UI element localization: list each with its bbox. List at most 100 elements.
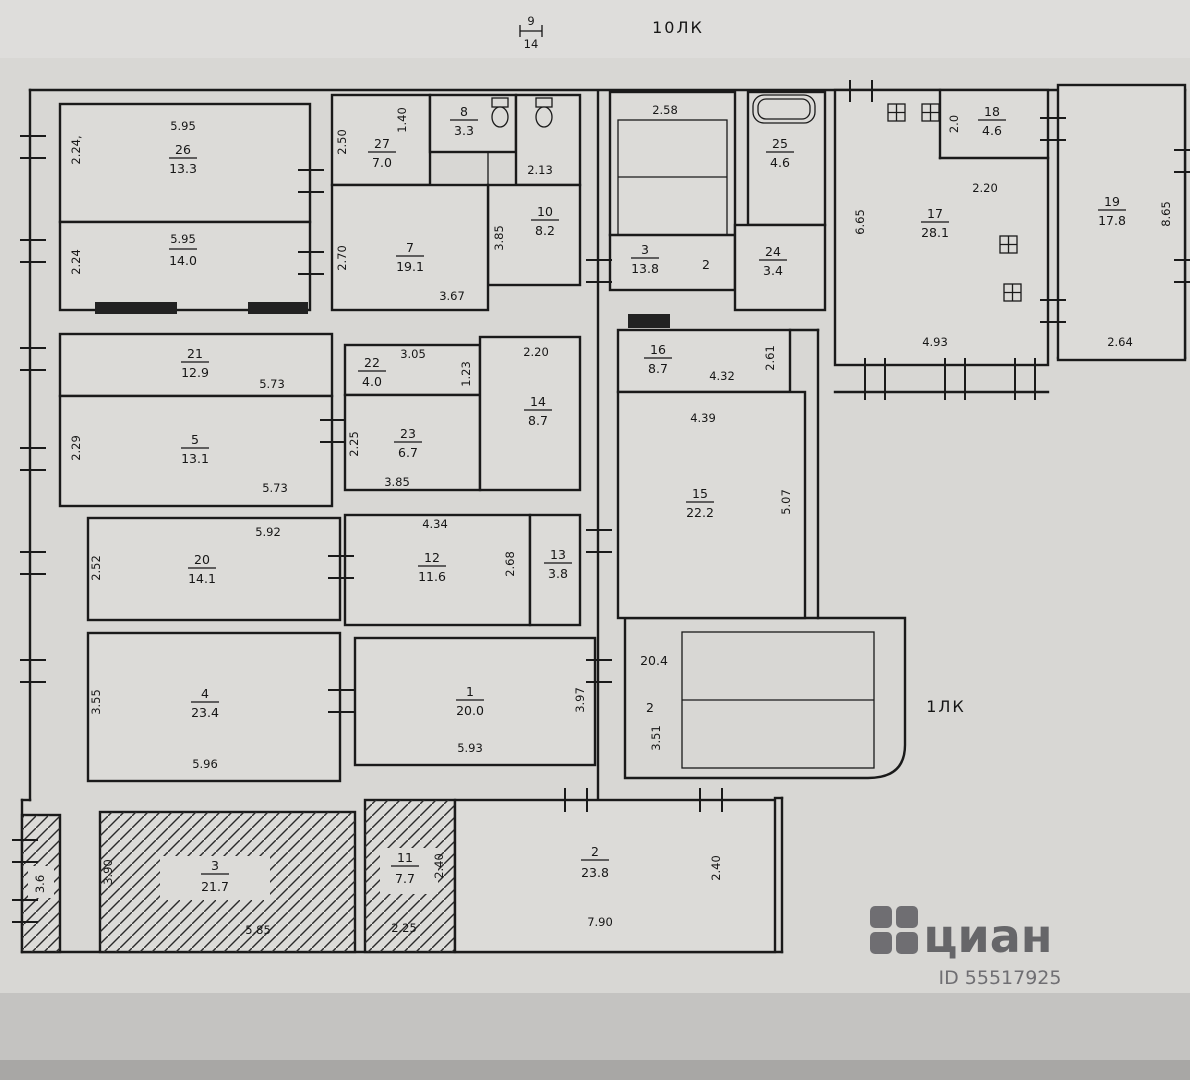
room-14-number: 14 <box>530 394 546 409</box>
room-25-area: 4.6 <box>770 155 790 170</box>
room-24-area: 3.4 <box>763 263 783 278</box>
room-1-dim-bottom: 5.93 <box>457 741 483 755</box>
room-14-0: 5.95 14.0 2.24 <box>58 220 312 314</box>
watermark-brand: циан <box>923 909 1052 963</box>
room-27: 27 7.0 2.50 1.40 <box>330 93 432 187</box>
room-14-dim-top: 2.20 <box>523 345 549 359</box>
room-24-number: 24 <box>765 244 781 259</box>
room-14-area: 8.7 <box>528 413 548 428</box>
room-19-area: 17.8 <box>1098 213 1126 228</box>
room-21-dim-bottom: 5.73 <box>259 377 285 391</box>
room-1-dim-right: 3.97 <box>573 687 587 713</box>
room-14-0-dim-top: 5.95 <box>170 232 196 246</box>
room-23-4-number: 4 <box>201 686 209 701</box>
room-13-8-area: 13.8 <box>631 261 659 276</box>
room-8-area: 3.3 <box>454 123 474 138</box>
room-14: 2.20 14 8.7 <box>478 335 582 492</box>
lobby-outline <box>429 151 489 186</box>
room-23: 23 6.7 2.25 3.85 <box>343 393 482 492</box>
hatched-strip-area: 3.6 <box>33 875 47 893</box>
scan-bottom-edge <box>0 1060 1190 1080</box>
vent-grid-icon <box>999 235 1018 254</box>
room-16-area: 8.7 <box>648 361 668 376</box>
room-27-number: 27 <box>374 136 390 151</box>
wc-room-dim: 2.13 <box>527 163 553 177</box>
room-21-number: 21 <box>187 346 203 361</box>
room-19-outline <box>1056 83 1187 362</box>
room-2-bottom: 2 23.8 7.90 2.40 <box>453 798 777 954</box>
room-17-area: 28.1 <box>921 225 949 240</box>
room-7-outline <box>330 183 490 312</box>
room-10: 10 8.2 3.85 <box>486 183 582 287</box>
room-11-dim-right: 2.40 <box>432 853 446 879</box>
hall-2-number: 2 <box>702 257 710 272</box>
section-marker: 9 14 <box>519 14 543 51</box>
watermark-id: ID 55517925 <box>939 967 1062 989</box>
room-13-1-dim-left: 2.29 <box>69 435 83 461</box>
room-13-1-dim-bottom: 5.73 <box>262 481 288 495</box>
room-2-dim-right: 2.40 <box>709 855 723 881</box>
room-2-dim-bottom: 7.90 <box>587 915 613 929</box>
room-18: 18 4.6 2.0 <box>938 88 1050 160</box>
room-7-number: 7 <box>406 240 414 255</box>
room-12-dim-right: 2.68 <box>503 551 517 577</box>
room-23-4-outline <box>86 631 342 783</box>
room-14-outline <box>478 335 582 492</box>
room-3-number: 3 <box>211 858 219 873</box>
room-11-area: 7.7 <box>395 871 415 886</box>
room-19-dim-bottom: 2.64 <box>1107 335 1133 349</box>
room-14-0-dim-left: 2.24 <box>69 249 83 275</box>
room-23-4-dim-bottom: 5.96 <box>192 757 218 771</box>
room-10-dim-left: 3.85 <box>492 225 506 251</box>
room-11-dim-bottom: 2.25 <box>391 921 417 935</box>
room-21-outline <box>58 332 334 398</box>
room-13-number: 13 <box>550 547 566 562</box>
room-17-dim-bottom: 4.93 <box>922 335 948 349</box>
stairwell-bottom: 20.4 2 3.51 <box>640 631 875 769</box>
room-23-dim-left: 2.25 <box>347 431 361 457</box>
room-13-1-number: 5 <box>191 432 199 447</box>
room-10-number: 10 <box>537 204 553 219</box>
room-26: 5.95 26 13.3 2.24, <box>58 102 312 224</box>
room-7: 7 19.1 2.70 3.67 <box>330 183 490 312</box>
room-11-number: 11 <box>397 850 413 865</box>
room-19: 19 17.8 8.65 2.64 <box>1056 83 1187 362</box>
room-15: 4.39 15 22.2 5.07 <box>616 390 807 620</box>
room-13-8-number: 3 <box>641 242 649 257</box>
room-25-number: 25 <box>772 136 788 151</box>
room-15-dim-top: 4.39 <box>690 411 716 425</box>
room-26-number: 26 <box>175 142 191 157</box>
room-24: 24 3.4 <box>733 223 827 312</box>
room-27-area: 7.0 <box>372 155 392 170</box>
room-21-area: 12.9 <box>181 365 209 380</box>
room-23-area: 6.7 <box>398 445 418 460</box>
room-22: 3.05 22 4.0 1.23 <box>343 343 482 397</box>
room-17-outline <box>833 88 1050 367</box>
room-18-number: 18 <box>984 104 1000 119</box>
room-23-number: 23 <box>400 426 416 441</box>
toilet-icon <box>491 97 509 128</box>
room-1-outline <box>353 636 597 767</box>
stairwell-top: 2.58 3 13.8 2 <box>608 90 737 328</box>
room-23-dim-bottom: 3.85 <box>384 475 410 489</box>
scan-top-margin <box>0 0 1190 58</box>
room-20-dim-left: 2.52 <box>89 555 103 581</box>
room-8-number: 8 <box>460 104 468 119</box>
room-1: 1 20.0 5.93 3.97 <box>353 636 597 767</box>
room-12-area: 11.6 <box>418 569 446 584</box>
room-11-hatched: 11 7.7 2.40 2.25 <box>363 798 457 954</box>
stair-hall-dim: 3.51 <box>649 725 663 751</box>
room-14-0-area: 14.0 <box>169 253 197 268</box>
room-12: 4.34 12 11.6 2.68 <box>343 513 532 627</box>
room-7-area: 19.1 <box>396 259 424 274</box>
room-23-4-dim-left: 3.55 <box>89 689 103 715</box>
wall-ticks <box>12 80 1190 923</box>
room-16-dim-right: 2.61 <box>763 345 777 371</box>
room-2-outline <box>453 798 777 954</box>
room-20-area: 14.1 <box>188 571 216 586</box>
vent-grid-icon <box>887 103 906 122</box>
room-18-dim-left: 2.0 <box>947 115 961 133</box>
room-16: 16 8.7 4.32 2.61 <box>616 328 792 394</box>
room-15-outline <box>616 390 807 620</box>
